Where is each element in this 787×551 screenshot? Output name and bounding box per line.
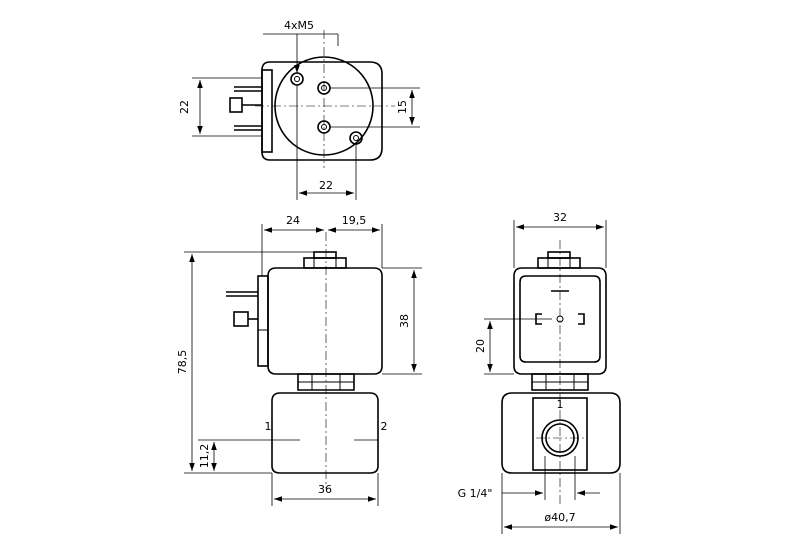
height-dimension-label: 22 <box>178 100 191 114</box>
hex-nut <box>297 373 355 391</box>
width-right-label: 19,5 <box>342 214 367 227</box>
port-height-label: 11,2 <box>198 444 211 469</box>
side-width-label: 32 <box>553 211 567 224</box>
width-dimension-label: 22 <box>319 179 333 192</box>
connector-housing-outline <box>261 61 383 161</box>
side-port-label: 1 <box>557 398 564 411</box>
width-left-label: 24 <box>286 214 300 227</box>
port-2-label: 2 <box>381 420 388 433</box>
body-width-label: 36 <box>318 483 332 496</box>
front-view: 1 2 24 19,5 38 78,5 11,2 36 <box>176 214 422 506</box>
side-valve-body <box>501 392 621 474</box>
side-thread-label: G 1/4" <box>458 487 493 500</box>
side-coil-body <box>513 267 607 375</box>
diameter-label: ø40,7 <box>544 511 575 524</box>
front-terminals <box>226 291 258 327</box>
stem-cap <box>313 251 337 259</box>
coil-height-label: 38 <box>398 314 411 328</box>
side-stem-cap <box>547 251 571 259</box>
top-nut <box>303 257 347 269</box>
total-height-label: 78,5 <box>176 350 189 375</box>
pitch-dimension-label: 15 <box>396 100 409 114</box>
side-view: 1 32 20 G 1/4" ø40,7 <box>458 211 621 534</box>
connector-block <box>257 275 269 367</box>
top-view: 4xM5 22 15 22 <box>178 19 420 200</box>
coil-body <box>267 267 383 375</box>
connector-face <box>519 275 601 363</box>
terminal-pins <box>229 86 262 131</box>
thread-label: 4xM5 <box>284 19 314 32</box>
valve-body <box>271 392 379 474</box>
connector-boss <box>261 69 273 153</box>
side-top-nut <box>537 257 581 269</box>
connector-height-label: 20 <box>474 339 487 353</box>
port-1-label: 1 <box>265 420 272 433</box>
screw-holes <box>290 72 363 145</box>
